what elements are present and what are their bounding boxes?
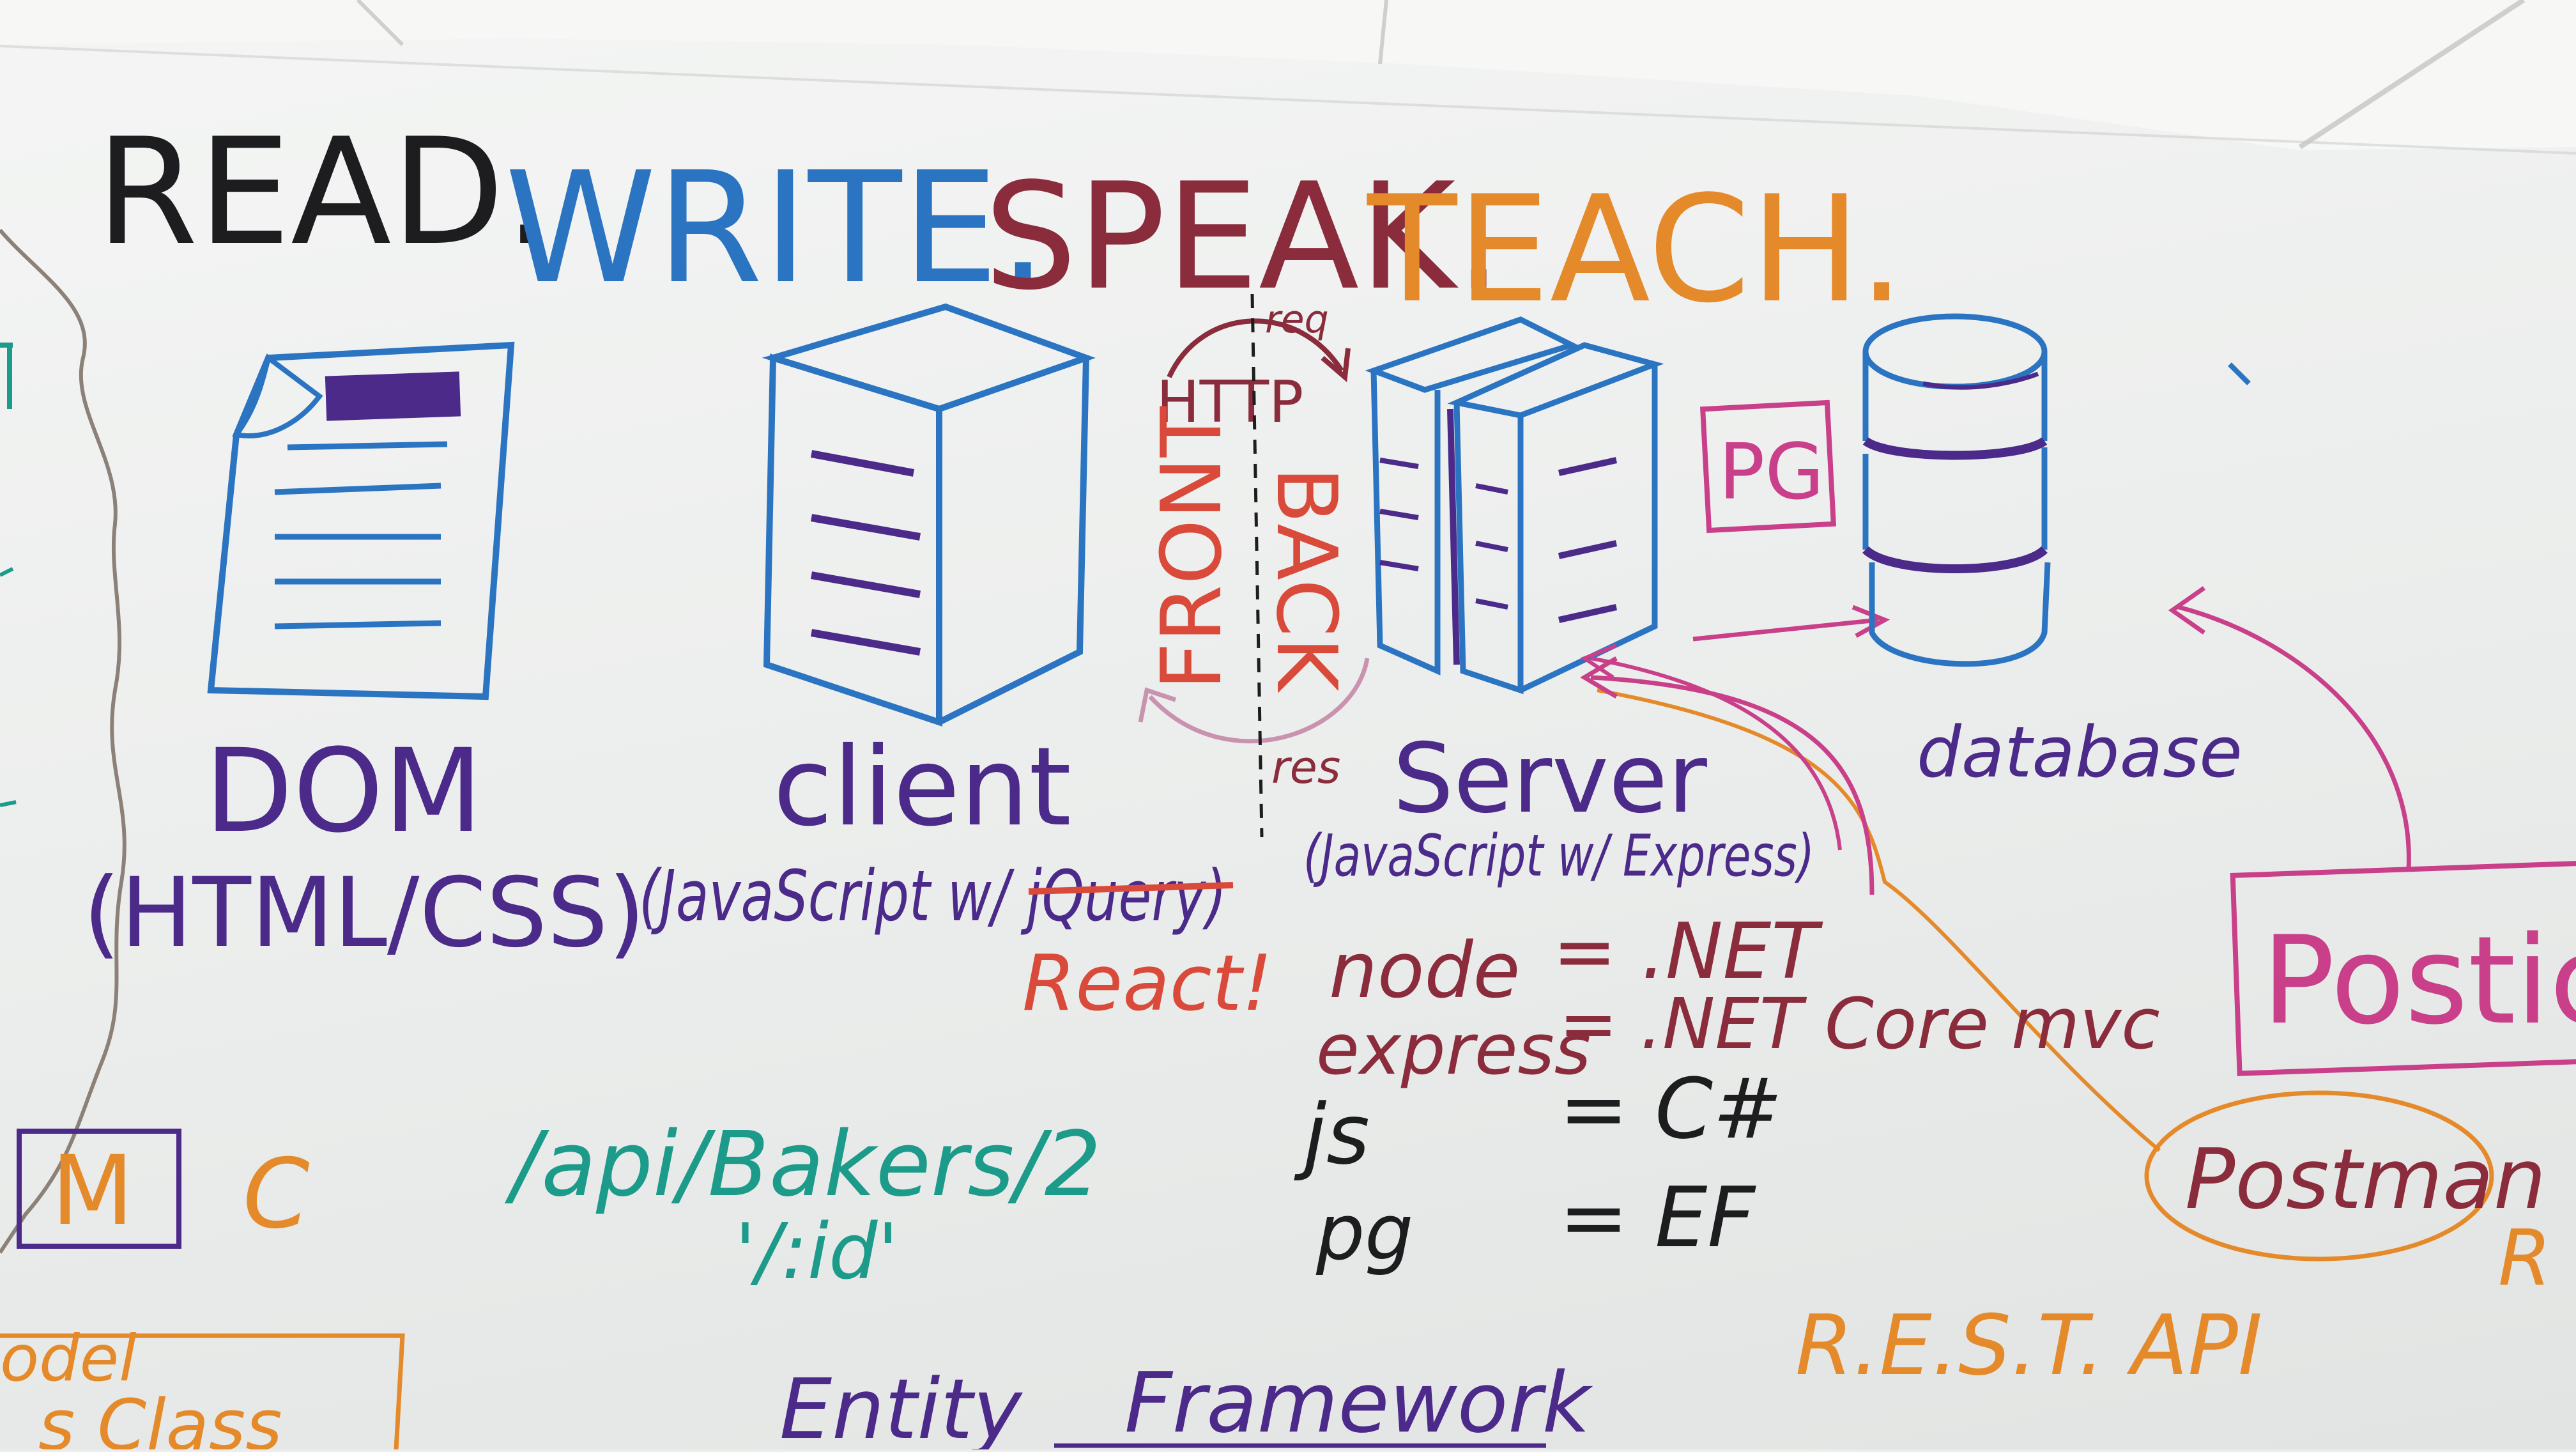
front-back-divider (1250, 293, 1264, 838)
route-path: /api/Bakers/2 (504, 1113, 1101, 1217)
motto-speak: SPEAK. (984, 152, 1502, 323)
divider-line (0, 229, 126, 1254)
database-label: database (1917, 711, 2242, 793)
dom-sub: (HTML/CSS) (83, 858, 645, 969)
rest-api-label: R.E.S.T. API (1795, 1297, 2262, 1394)
database-icon (1862, 313, 2051, 667)
request-arrow (1167, 318, 1344, 378)
equiv-left-2: express (1316, 1008, 1591, 1090)
http-label: HTTP (1156, 369, 1303, 436)
equiv-right-4: = EF (1559, 1169, 1756, 1266)
equiv-left-1: node (1329, 927, 1520, 1016)
model-fragment: odel (0, 1321, 137, 1396)
server-label: Server (1393, 723, 1707, 835)
postico-arrow (2178, 605, 2411, 870)
motto-read: READ. (96, 107, 551, 278)
mvc-c: C (243, 1139, 310, 1250)
front-label: FRONT (1143, 406, 1240, 690)
document-icon (207, 341, 515, 700)
postico-box (2230, 860, 2576, 1076)
server-db-arrow (1692, 617, 1879, 642)
equiv-left-3: js (1294, 1086, 1370, 1183)
rest-cut-r: R (2498, 1214, 2551, 1303)
pg-label: PG (1719, 428, 1824, 517)
postman-arrow (1597, 688, 2161, 1152)
postman-ellipse (2144, 1090, 2494, 1262)
pg-box (1699, 399, 1837, 534)
strike-line (1028, 882, 1234, 895)
motto-teach: TEACH. (1367, 165, 1905, 336)
dom-label: DOM (204, 725, 483, 858)
route-param: '/:id' (735, 1208, 898, 1297)
client-correction: React! (1022, 939, 1273, 1028)
framework-word: Framework (1124, 1354, 1593, 1449)
mvc-m: M (51, 1136, 134, 1247)
postman-label: Postman (2185, 1131, 2546, 1228)
client-box-icon (762, 303, 1096, 727)
client-label: client (773, 724, 1071, 851)
server-inbound-arrow-2 (1590, 656, 1842, 851)
equiv-right-3: = C# (1559, 1060, 1782, 1157)
equiv-right-1: = .NET (1552, 908, 1823, 996)
response-arrow (1148, 658, 1370, 744)
mvc-m-box (17, 1129, 181, 1249)
motto-write: WRITE. (505, 139, 1047, 318)
equiv-left-4: pg (1315, 1189, 1413, 1278)
equivalence-list: node = .NET express = .NET Core mvc js =… (1294, 908, 2160, 1278)
request-label: req (1265, 297, 1329, 342)
client-sub: (JavaScript w/ jQuery) (639, 855, 1227, 937)
server-sub: (JavaScript w/ Express) (1303, 823, 1814, 890)
response-label: res (1271, 741, 1340, 794)
model-box (0, 1333, 405, 1450)
ceiling (0, 0, 2576, 155)
server-inbound-arrow (1590, 675, 1874, 895)
back-label: BACK (1258, 467, 1355, 693)
entity-word: Entity (779, 1361, 1023, 1449)
class-fragment: s Class (38, 1384, 282, 1449)
postico-label: Postico (2262, 910, 2576, 1051)
server-box-icon (1365, 316, 1664, 695)
equiv-right-2: = .NET Core mvc (1559, 983, 2160, 1065)
